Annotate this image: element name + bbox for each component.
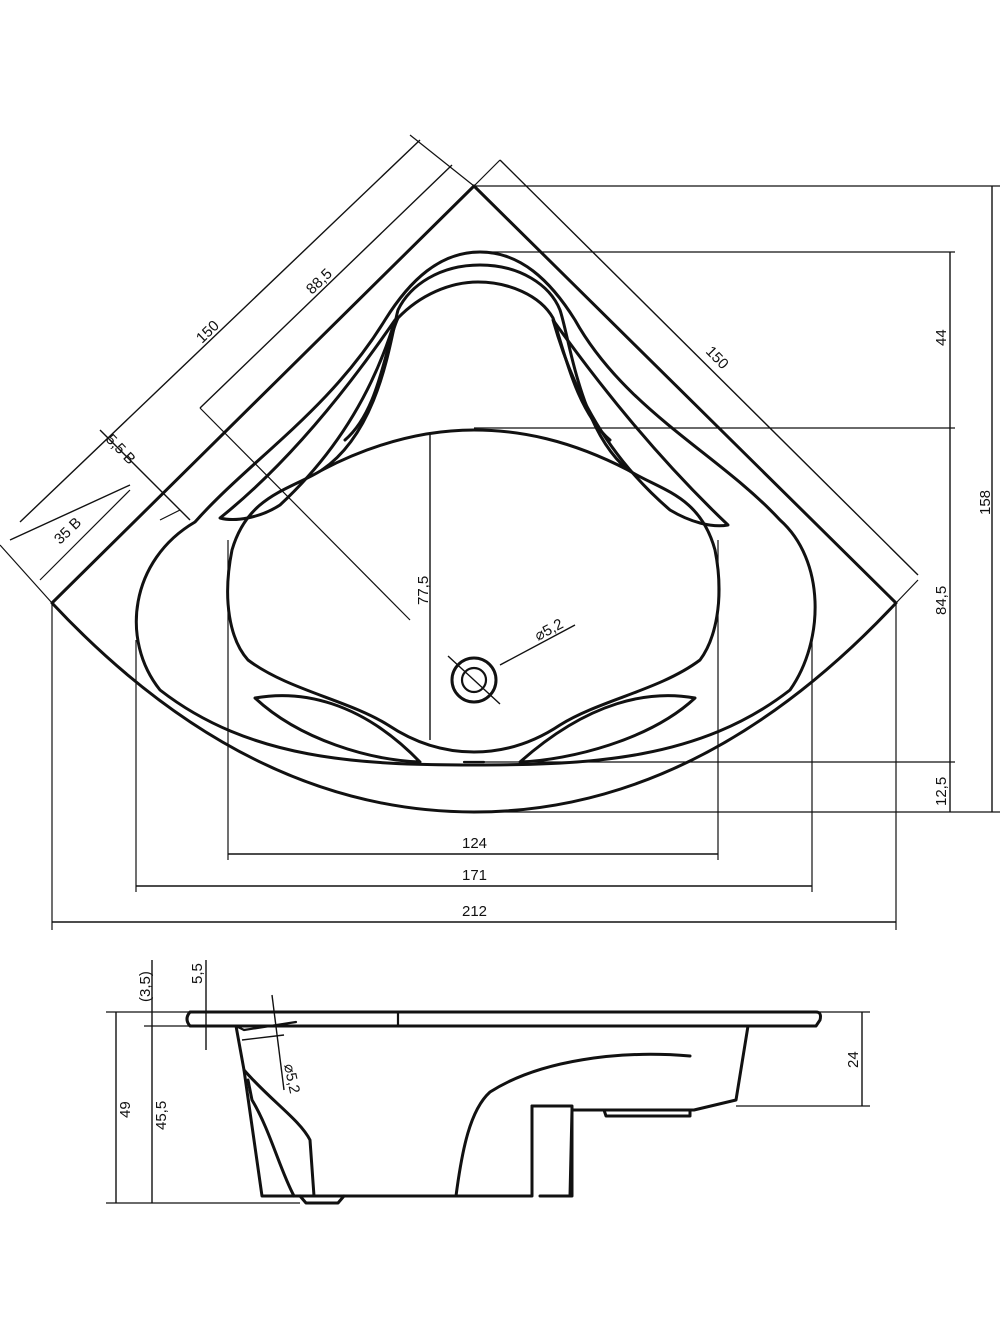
section-inner-wall: [242, 1068, 316, 1198]
section-overflow: [234, 1020, 298, 1032]
section-view: 49 45,5 (3,5) 5,5 ⌀5,2 24: [106, 960, 870, 1205]
dimension-inner-side: 88,5: [199, 164, 453, 621]
label-inner-side: 88,5: [303, 265, 336, 298]
dimension-side-right: 150: [473, 159, 919, 604]
dimension-step-height: 24: [736, 1011, 870, 1107]
dimension-front-depth: 84,5: [474, 428, 955, 763]
dimension-basin-depth: 77,5: [415, 432, 432, 740]
dimension-seat-depth: 44: [474, 251, 955, 429]
drain-inner-ring: [460, 666, 488, 694]
label-width-basin: 171: [462, 867, 487, 884]
label-total-height: 49: [117, 1101, 134, 1118]
dimension-drain: ⌀5,2: [499, 615, 576, 666]
foot-recess-left: [253, 694, 422, 764]
dimension-width-total: 212: [51, 603, 897, 930]
label-basin-depth: 77,5: [415, 576, 432, 605]
dimension-apron-depth: 12,5: [933, 762, 951, 812]
drain: [447, 655, 501, 705]
label-inner-height: 45,5: [153, 1101, 170, 1130]
label-apron-depth: 12,5: [933, 777, 950, 806]
armrest-right: [551, 318, 730, 528]
label-width-inner: 124: [462, 835, 487, 852]
backrest-inner: [343, 280, 612, 442]
label-front-depth: 84,5: [933, 586, 950, 615]
label-seat-depth: 44: [933, 329, 950, 346]
armrest-left: [218, 318, 397, 521]
dimension-width-inner: 124: [227, 540, 719, 860]
dimension-rim-offset-left: 35 B: [9, 484, 131, 581]
dimension-rim-top: (3,5): [137, 960, 154, 1026]
dimension-section-drain: ⌀5,2: [241, 994, 303, 1095]
dimension-total-height: 49: [106, 1011, 300, 1204]
dimension-total-depth: 158: [474, 185, 1000, 813]
dimension-width-basin: 171: [135, 640, 813, 892]
backrest-outer: [320, 263, 630, 472]
label-section-drain: ⌀5,2: [280, 1062, 303, 1095]
label-width-total: 212: [462, 903, 487, 920]
tub-deck-contour: [134, 250, 817, 767]
label-side-right: 150: [702, 343, 732, 373]
foot-recess-right: [518, 694, 697, 764]
tub-outer-rim: [50, 184, 898, 814]
label-side-left: 150: [193, 317, 223, 347]
dimension-rim-thickness: 5,5: [189, 960, 207, 1050]
plan-view: 150 88,5 5,5 B 35 B 150: [0, 134, 1000, 930]
section-drain-outlet: [298, 1194, 346, 1205]
drain-outer-ring: [450, 656, 498, 704]
label-drain: ⌀5,2: [532, 615, 566, 644]
section-floor-curve: [454, 1052, 692, 1198]
basin-contour: [226, 428, 721, 754]
section-seat-step: [530, 1104, 692, 1118]
label-rim-top: (3,5): [137, 971, 154, 1002]
label-step-height: 24: [845, 1051, 862, 1068]
label-rim-thickness: 5,5: [189, 963, 206, 984]
label-total-depth: 158: [977, 490, 994, 515]
dimension-inner-height: 45,5: [144, 1025, 190, 1203]
section-inner-slope: [246, 1078, 296, 1198]
